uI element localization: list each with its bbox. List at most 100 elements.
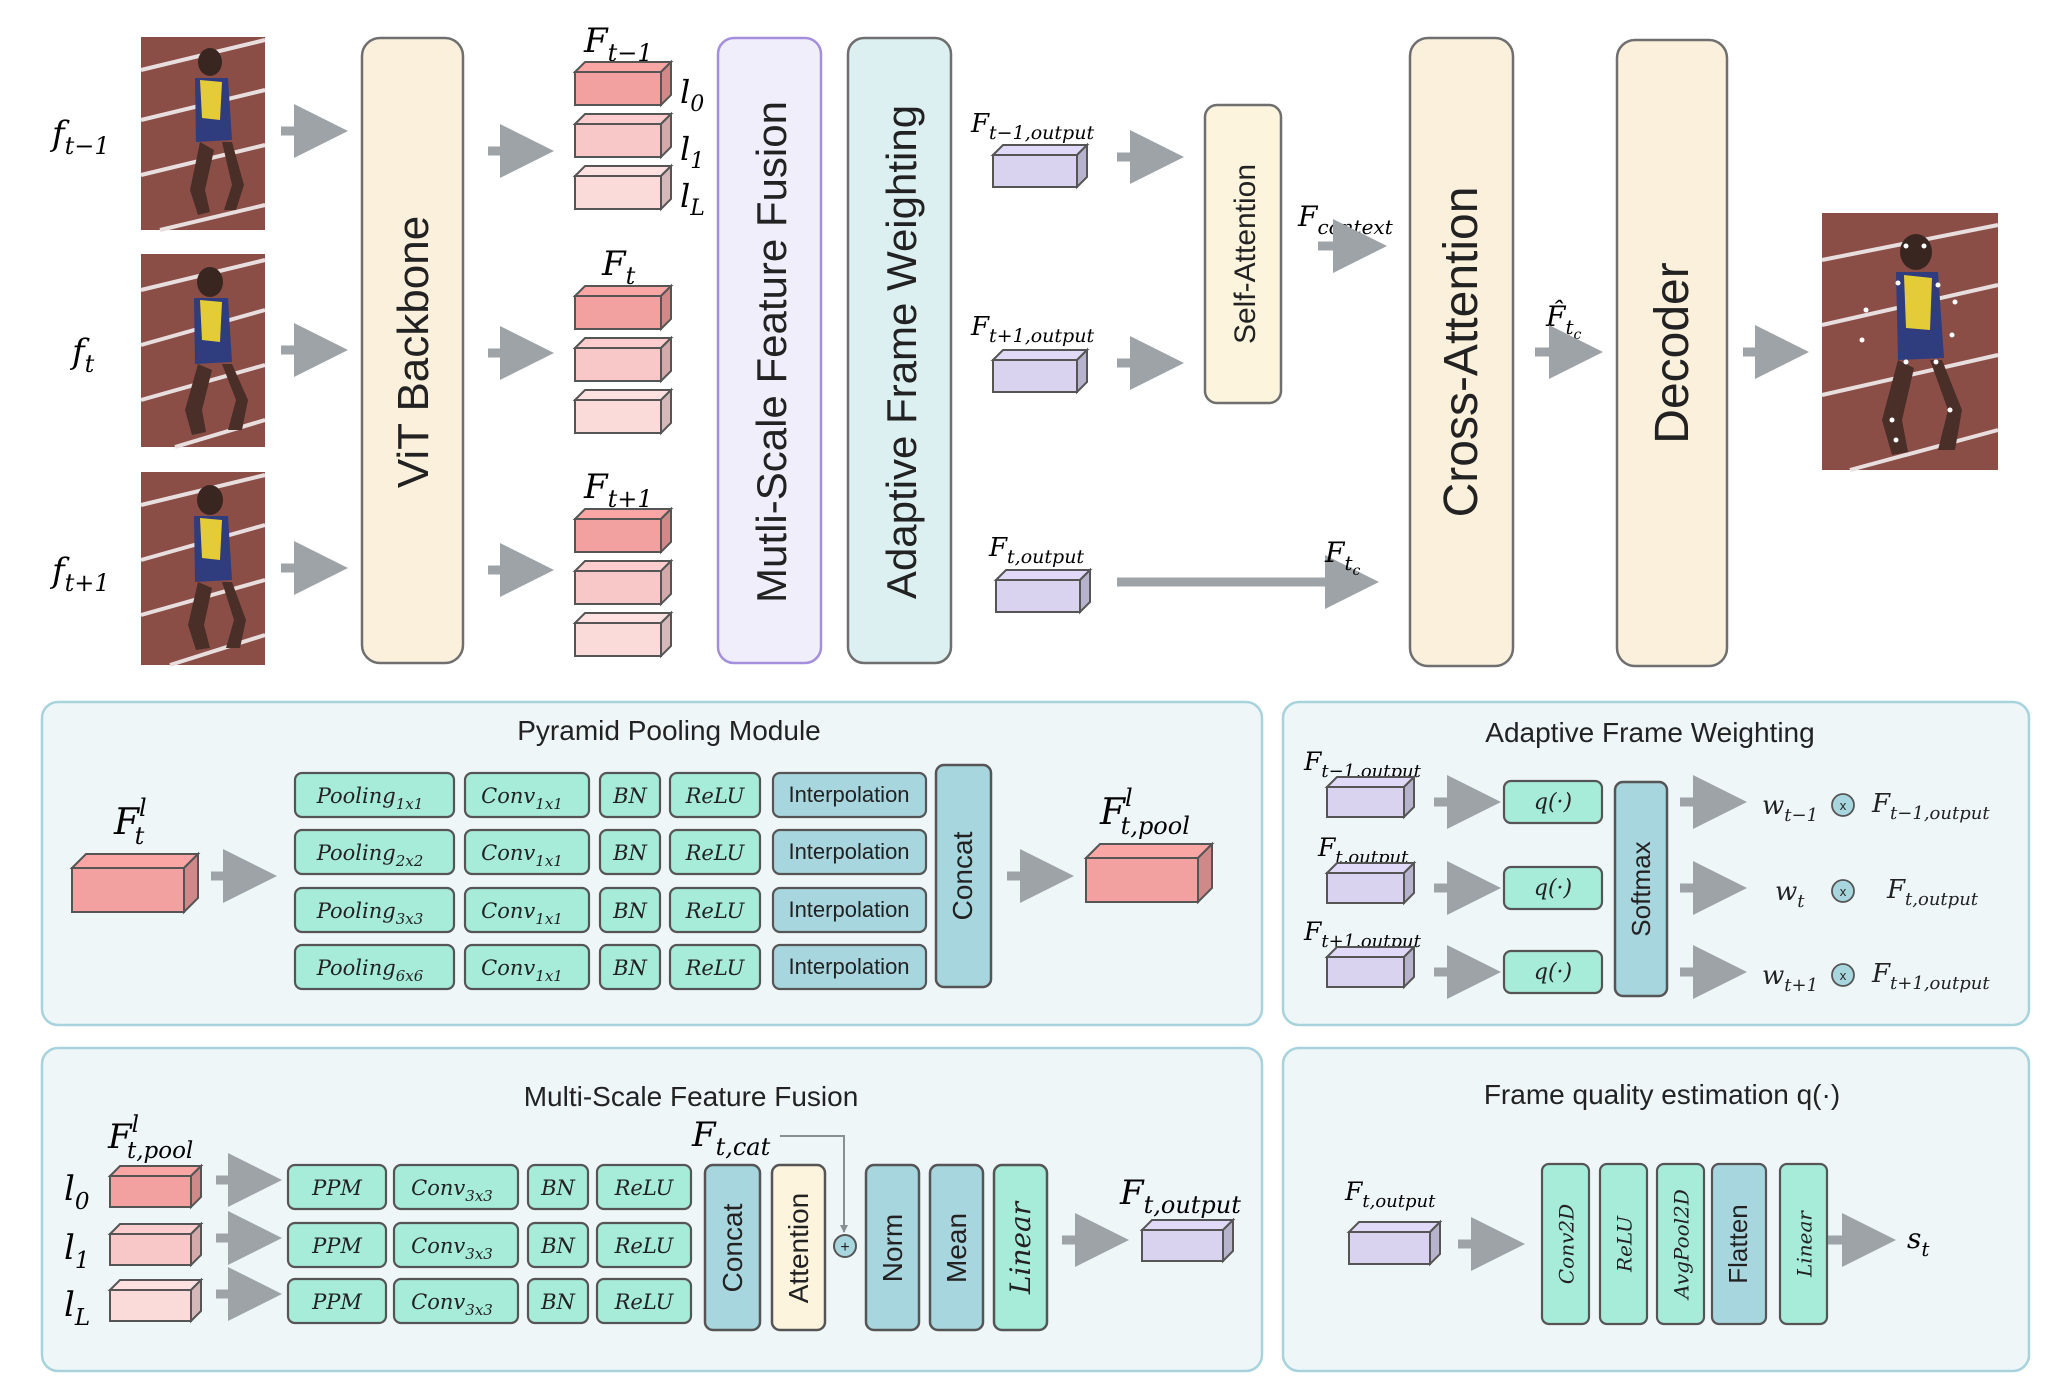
msff-bn-label-2: BN — [540, 1290, 575, 1314]
afw-q-label-0: q(·) — [1534, 790, 1572, 815]
output-label-curr: Ft,output — [988, 533, 1084, 568]
msff-bn-block-1 — [526, 1221, 590, 1269]
ppm-bn-block-0 — [598, 771, 662, 819]
ppm-conv-label-2: Conv1x1 — [481, 899, 563, 928]
msff-linear-block — [992, 1163, 1049, 1332]
ppm-conv-block-2 — [463, 886, 591, 934]
cross-attention-label: Cross-Attention — [1435, 187, 1488, 518]
afw-block-label: Adaptive Frame Weighting — [878, 105, 925, 599]
decoder-label: Decoder — [1646, 262, 1699, 443]
afw-q-label-1: q(·) — [1534, 876, 1572, 901]
msff-output-cuboid — [1139, 1217, 1236, 1264]
ppm-interp-block-1 — [771, 828, 928, 876]
afw-q-label-2: q(·) — [1534, 960, 1572, 985]
ppm-conv-block-1 — [463, 828, 591, 876]
msff-mean-label: Mean — [941, 1213, 972, 1283]
output-label-next: Ft+1,output — [970, 312, 1094, 347]
level-label-1: l1 — [680, 130, 704, 174]
frame-label-curr: ft — [69, 332, 95, 378]
top-output-cuboids — [990, 142, 1093, 615]
msff-concat-label: Concat — [717, 1203, 748, 1292]
msff-norm-block — [864, 1163, 921, 1332]
msff-ppm-block-0 — [286, 1163, 388, 1211]
ppm-output-cuboid — [1083, 841, 1215, 905]
msff-relu-block-1 — [595, 1221, 693, 1269]
afw-weight-label-1: wt — [1775, 877, 1805, 912]
msff-level-cuboid-0 — [107, 1163, 204, 1210]
feature-cuboid-0-2 — [572, 163, 674, 212]
ppm-bn-label-3: BN — [612, 956, 647, 980]
fqe-block-label-4: Linear — [1793, 1210, 1817, 1278]
feature-cuboid-1-2 — [572, 387, 674, 436]
ppm-interp-label-0: Interpolation — [788, 782, 909, 807]
msff-conv-block-2 — [392, 1277, 520, 1325]
msff-conv-label-1: Conv3x3 — [411, 1234, 493, 1263]
msff-mean-block — [928, 1163, 985, 1332]
msff-attention-block — [770, 1163, 827, 1332]
ppm-relu-block-0 — [668, 771, 762, 819]
cross-attention-block — [1408, 36, 1515, 668]
multiply-symbol-1: x — [1840, 884, 1847, 899]
msff-conv-block-1 — [392, 1221, 520, 1269]
msff-norm-label: Norm — [877, 1214, 908, 1282]
afw-block — [846, 36, 953, 665]
multiply-icon-0 — [1831, 793, 1855, 817]
fqe-block-label-0: Conv2D — [1555, 1204, 1579, 1284]
msff-conv-label-0: Conv3x3 — [411, 1176, 493, 1205]
ppm-pooling-label-2: Pooling3x3 — [316, 899, 424, 928]
ppm-conv-block-3 — [463, 943, 591, 991]
self-attention-block — [1203, 103, 1283, 405]
msff-conv-block-0 — [392, 1163, 520, 1211]
multiply-symbol-2: x — [1840, 968, 1847, 983]
feature-cuboid-0-0 — [572, 59, 674, 108]
softmax-label: Softmax — [1626, 841, 1656, 936]
ppm-title: Pyramid Pooling Module — [517, 715, 821, 746]
frame-label-next: ft+1 — [49, 551, 110, 597]
ppm-relu-label-0: ReLU — [685, 784, 746, 808]
ppm-relu-label-3: ReLU — [685, 956, 746, 980]
multiply-icon-1 — [1831, 879, 1855, 903]
afw-weight-label-0: wt−1 — [1762, 791, 1818, 826]
ppm-input-cube — [69, 851, 201, 915]
fqe-block-label-1: ReLU — [1613, 1215, 1637, 1273]
msff-ppm-block-2 — [286, 1277, 388, 1325]
ppm-interp-label-1: Interpolation — [788, 839, 909, 864]
msff-relu-block-0 — [595, 1163, 693, 1211]
frame-image-prev — [140, 37, 266, 232]
feature-cuboid-2-2 — [572, 610, 674, 659]
ppm-pooling-label-0: Pooling1x1 — [316, 784, 424, 813]
ftc-label: Ftc — [1324, 536, 1360, 579]
msff-attention-label: Attention — [783, 1193, 814, 1304]
frame-label-prev: ft−1 — [49, 114, 110, 160]
afw-weight-label-2: wt+1 — [1762, 961, 1818, 996]
feature-cuboid-2-1 — [572, 558, 674, 607]
msff-linear-label: Linear — [1004, 1200, 1037, 1295]
fqe-input-cube — [1346, 1219, 1443, 1267]
softmax-block — [1613, 780, 1669, 998]
output-cuboid-curr — [993, 567, 1093, 615]
msff-cat-label: Ft,cat — [691, 1115, 771, 1161]
ppm-concat-block — [934, 763, 993, 989]
feature-cuboid-1-1 — [572, 335, 674, 384]
ppm-pooling-label-1: Pooling2x2 — [316, 841, 424, 870]
feature-label-curr: Ft — [601, 244, 636, 290]
msff-relu-label-2: ReLU — [614, 1290, 675, 1314]
ppm-conv-label-0: Conv1x1 — [481, 784, 563, 813]
ppm-interp-label-2: Interpolation — [788, 897, 909, 922]
output-cuboid-next — [990, 347, 1090, 395]
fqe-panel-title: Frame quality estimation q(·) — [1484, 1079, 1840, 1110]
afw-q-block-2 — [1502, 949, 1604, 995]
ppm-bn-block-2 — [598, 886, 662, 934]
level-label-L: lL — [680, 177, 705, 221]
fqe-block-2 — [1655, 1162, 1706, 1326]
fqe-block-4 — [1778, 1162, 1829, 1326]
msff-level-1: l1 — [64, 1228, 90, 1274]
decoder-block — [1615, 38, 1729, 668]
msff-ppm-label-2: PPM — [311, 1290, 362, 1314]
feature-cuboid-2-0 — [572, 506, 674, 555]
output-label-prev: Ft−1,output — [970, 109, 1094, 144]
